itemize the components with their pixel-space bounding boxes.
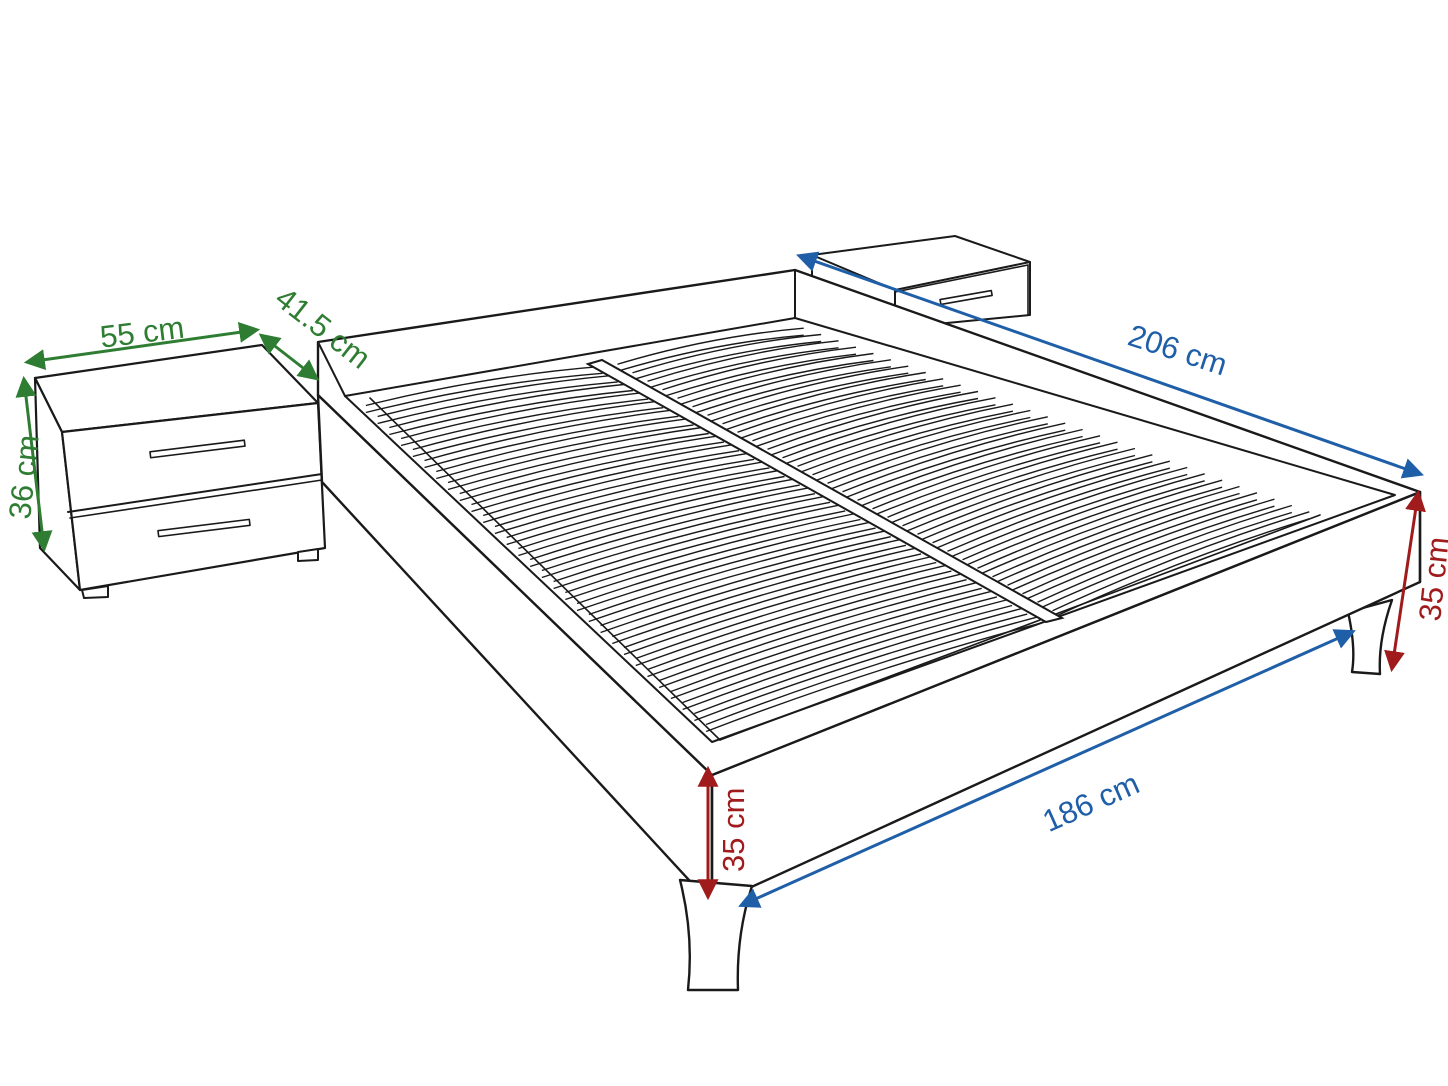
right-slat-26 — [1007, 492, 1258, 586]
right-slat-0-edge — [617, 334, 804, 372]
dim-line-nightstand-height — [15, 375, 53, 553]
dim-line-bed-length — [796, 251, 1424, 479]
left-slat-24-edge — [647, 579, 967, 678]
left-slat-2 — [389, 382, 633, 429]
right-slat-28 — [1037, 504, 1293, 603]
left-slat-5-edge — [424, 415, 679, 469]
left-slat-10-edge — [482, 458, 755, 524]
left-slat-13 — [518, 477, 800, 550]
left-slat-25 — [658, 580, 982, 682]
left-slat-7-edge — [447, 432, 709, 491]
right-slat-29 — [1052, 511, 1310, 612]
bed-frame — [316, 268, 1422, 992]
left-slat-20 — [600, 537, 907, 627]
left-slat-14 — [529, 486, 816, 561]
label-nightstand-width: 55 cm — [98, 310, 186, 355]
right-slat-23-edge — [962, 480, 1205, 568]
right-slat-25 — [992, 485, 1240, 578]
label-bed-width: 186 cm — [1037, 766, 1144, 839]
right-slat-22-edge — [947, 473, 1188, 559]
left-slat-6 — [436, 417, 694, 473]
left-slat-22-edge — [623, 561, 937, 656]
left-slat-4-edge — [412, 407, 664, 458]
left-slat-18-edge — [576, 527, 876, 612]
right-slat-29-edge — [1052, 518, 1310, 619]
left-nightstand — [33, 343, 327, 599]
bed-leg-front-left — [678, 878, 754, 992]
left-slat-23 — [635, 563, 952, 660]
right-slat-28-edge — [1037, 511, 1293, 610]
right-slat-25-edge — [992, 492, 1240, 585]
left-slat-20-edge — [600, 544, 907, 634]
left-slat-1 — [377, 374, 618, 418]
left-slat-13-edge — [518, 484, 800, 557]
left-slat-22 — [623, 554, 937, 649]
right-slat-27 — [1022, 498, 1275, 595]
dim-line-bed-width — [738, 629, 1356, 908]
dim-line-nightstand-width — [23, 321, 261, 371]
left-slat-15-edge — [541, 501, 831, 579]
right-slat-26-edge — [1007, 499, 1258, 593]
label-bed-height-front: 35 cm — [716, 788, 751, 872]
left-slat-7 — [447, 425, 709, 484]
left-slat-2-edge — [389, 389, 633, 436]
left-slat-18 — [576, 520, 876, 605]
left-slat-8 — [459, 434, 725, 495]
nightstand-handle-top — [149, 439, 246, 459]
nightstand-handle-bottom — [157, 518, 251, 538]
left-slat-16 — [553, 503, 846, 583]
left-slat-8-edge — [459, 441, 725, 502]
left-slat-24 — [647, 572, 967, 671]
right-slat-27-edge — [1022, 505, 1275, 602]
left-slat-0 — [365, 365, 603, 407]
left-slat-10 — [482, 451, 755, 517]
center-rail — [585, 358, 1065, 624]
left-slat-17 — [565, 511, 861, 594]
dimension-lines — [15, 251, 1426, 908]
left-slat-16-edge — [553, 510, 846, 590]
left-slat-6-edge — [436, 424, 694, 480]
left-slat-1-edge — [377, 381, 618, 425]
left-slat-19-edge — [588, 536, 891, 623]
dim-line-bed-height-right — [1384, 489, 1426, 673]
left-slat-19 — [588, 529, 891, 616]
left-slat-17-edge — [565, 518, 861, 601]
left-slat-3 — [400, 391, 649, 440]
left-slat-14-edge — [529, 493, 816, 568]
left-slat-9 — [471, 443, 740, 506]
left-slat-4 — [412, 400, 664, 451]
left-slat-12 — [506, 468, 785, 539]
left-slat-5 — [424, 408, 679, 462]
left-slat-3-edge — [400, 398, 649, 447]
left-slat-12-edge — [506, 475, 785, 546]
dim-line-nightstand-depth — [258, 333, 320, 381]
left-slat-23-edge — [635, 570, 952, 667]
right-slat-0 — [617, 327, 804, 365]
left-slat-11-edge — [494, 467, 770, 535]
left-slat-0-edge — [365, 372, 603, 414]
left-slat-9-edge — [471, 450, 740, 513]
right-slat-24 — [977, 479, 1223, 569]
right-slat-24-edge — [977, 486, 1223, 576]
left-slat-11 — [494, 460, 770, 528]
left-slat-21 — [612, 546, 922, 638]
left-slat-15 — [541, 494, 831, 572]
label-bed-length: 206 cm — [1124, 318, 1232, 383]
left-slat-21-edge — [612, 553, 922, 645]
right-slat-23 — [962, 473, 1205, 561]
